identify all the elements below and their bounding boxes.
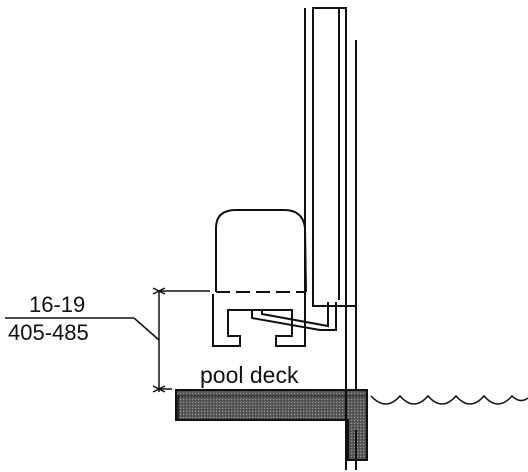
lift-seat	[212, 209, 337, 347]
seat-height-dimension	[5, 287, 210, 393]
pool-deck-label: pool deck	[200, 362, 299, 388]
dimension-millimeters: 405-485	[8, 320, 89, 345]
water-surface	[370, 394, 528, 405]
lift-mast	[304, 7, 357, 390]
dimension-inches: 16-19	[29, 292, 86, 317]
pool-deck-slab	[175, 389, 368, 461]
mast-anchor	[345, 390, 357, 470]
